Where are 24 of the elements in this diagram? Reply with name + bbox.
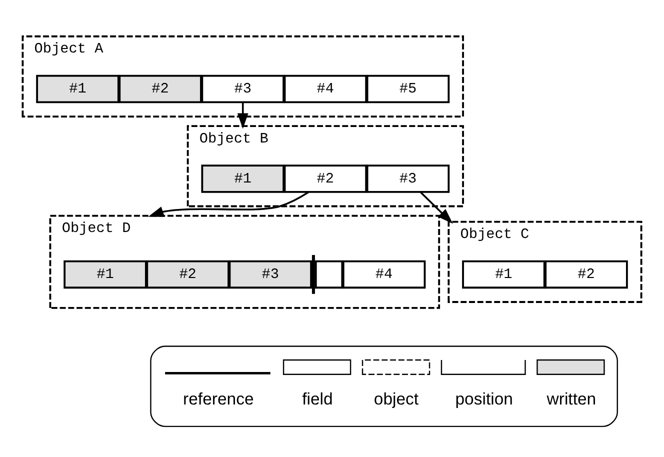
arrow xyxy=(420,191,453,224)
node-box: #3 xyxy=(201,74,284,103)
node-box: #2 xyxy=(544,260,628,288)
node-box: #3 xyxy=(366,164,450,192)
node-box: #1 xyxy=(64,260,147,288)
legend-label: position xyxy=(455,389,513,408)
arrow xyxy=(237,102,248,128)
node-box: #5 xyxy=(366,74,450,103)
node-box: #3 xyxy=(228,260,312,288)
node-box xyxy=(314,260,344,288)
node-box: #2 xyxy=(118,74,202,103)
node-bar xyxy=(312,254,315,294)
node-box: #4 xyxy=(284,74,368,103)
node-box: #2 xyxy=(146,260,230,288)
legend-label: written xyxy=(546,389,596,408)
node-box: #2 xyxy=(284,164,368,192)
node-box: #1 xyxy=(36,74,120,103)
legend-label: object xyxy=(374,389,419,408)
legend-label: reference xyxy=(183,389,254,408)
node-box: #4 xyxy=(342,260,426,288)
legend-label: field xyxy=(302,389,333,408)
node-box: #1 xyxy=(462,260,546,288)
arrow xyxy=(148,190,310,216)
node-box: #1 xyxy=(201,164,284,192)
